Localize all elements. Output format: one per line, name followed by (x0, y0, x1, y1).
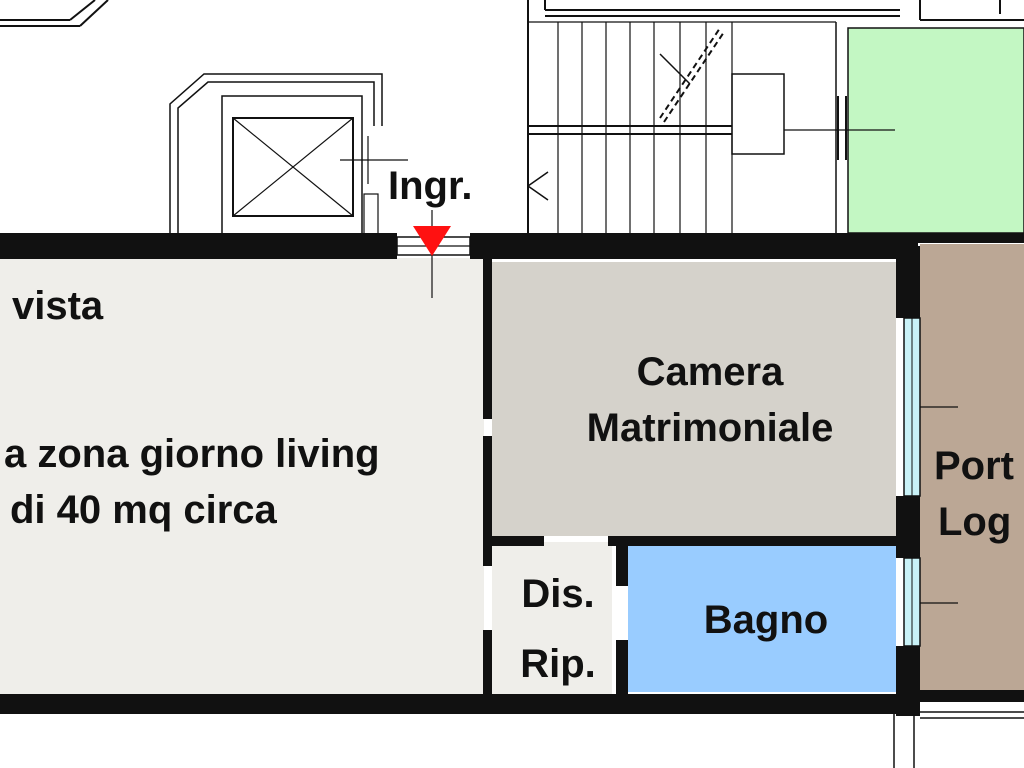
bathroom-floor (628, 546, 896, 692)
living-room-label-line-2: a zona giorno living (4, 432, 380, 476)
hallway-floor (492, 542, 612, 694)
bedroom-floor (492, 262, 896, 536)
living-room-label-line-3: di 40 mq circa (10, 488, 277, 532)
entrance-label: Ingr. (388, 164, 473, 208)
elevator-shaft (169, 73, 408, 236)
staircase (527, 21, 895, 233)
bottom-right-structure (893, 711, 1024, 768)
loggia-label-line-1: Port (934, 444, 1014, 488)
bedroom-label-line-1: Camera (636, 350, 784, 394)
living-room-floor (0, 258, 484, 696)
hallway-label-line-2: Rip. (520, 642, 596, 686)
loggia-floor (920, 244, 1024, 690)
bathroom-label: Bagno (703, 598, 829, 642)
walls (0, 233, 1024, 716)
hallway-label-line-1: Dis. (521, 572, 595, 616)
loggia-label-line-2: Log (938, 500, 1012, 544)
exterior-lines (0, 0, 1024, 235)
entrance-marker-icon (413, 226, 451, 256)
living-room-label-line-1: vista (12, 284, 104, 328)
windows (903, 317, 958, 647)
bedroom-label-line-2: Matrimoniale (586, 406, 834, 450)
